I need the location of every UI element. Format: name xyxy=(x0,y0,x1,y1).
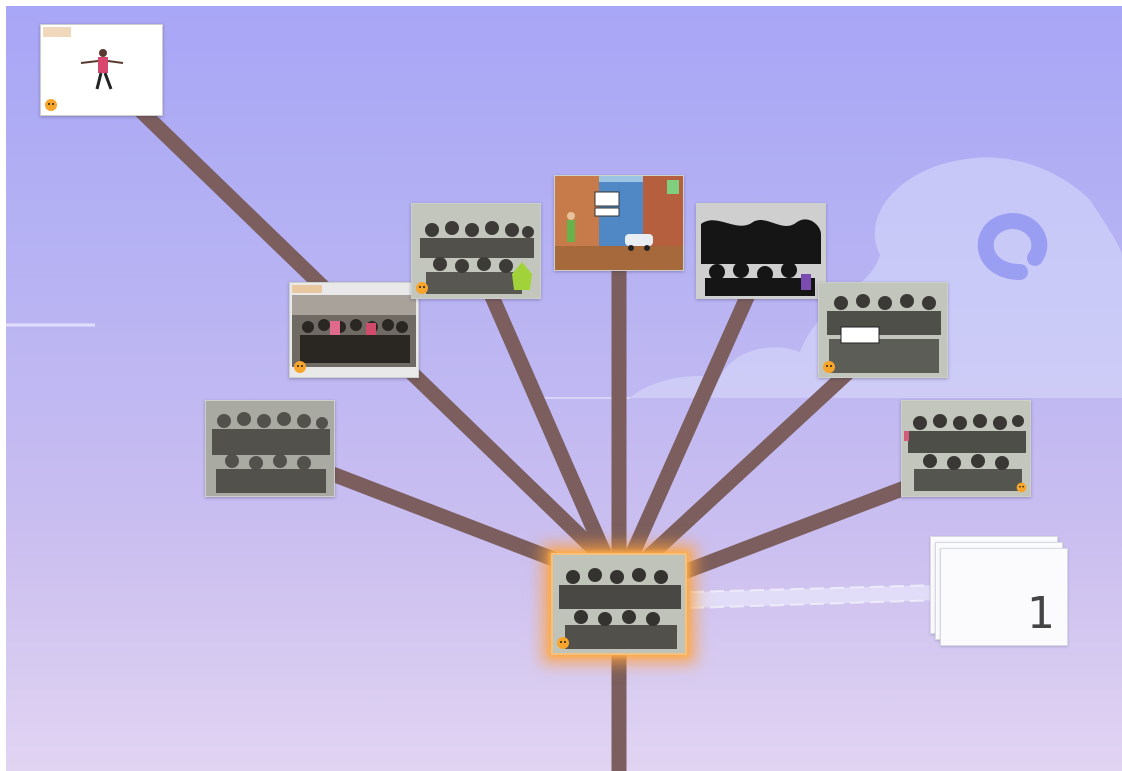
group-photo-image xyxy=(206,401,334,496)
group-photo-image xyxy=(553,555,685,653)
group-photo-image xyxy=(902,401,1030,496)
group-photo-image xyxy=(290,283,418,377)
project-thumbnail-group-cat[interactable] xyxy=(411,203,541,299)
project-thumbnail-group-right[interactable] xyxy=(901,400,1031,497)
scratch-cat-icon xyxy=(294,361,306,373)
stack-card-front: 1 xyxy=(940,548,1068,646)
project-thumbnail-dancer[interactable] xyxy=(40,24,163,116)
project-thumbnail-group-left[interactable] xyxy=(205,400,335,497)
group-photo-image xyxy=(412,204,540,298)
project-thumbnail-current[interactable] xyxy=(551,553,687,655)
project-thumbnail-street-scene[interactable] xyxy=(554,175,684,271)
group-photo-image xyxy=(819,283,947,377)
project-thumbnail-group-sign[interactable] xyxy=(818,282,948,378)
remix-count-stack[interactable]: 1 xyxy=(930,536,1070,648)
scratch-cat-icon xyxy=(823,361,835,373)
project-thumbnail-group-dark[interactable] xyxy=(696,203,826,299)
project-thumbnail-group-colored[interactable] xyxy=(289,282,419,378)
scratch-cat-icon xyxy=(1016,482,1027,493)
scratch-cat-icon xyxy=(45,99,57,111)
remix-count-label: 1 xyxy=(1027,588,1055,639)
scratch-cat-icon xyxy=(557,637,569,649)
street-scene-image xyxy=(555,176,683,270)
group-photo-image xyxy=(697,204,825,298)
scratch-cat-icon xyxy=(416,282,428,294)
dancer-image xyxy=(41,25,162,115)
